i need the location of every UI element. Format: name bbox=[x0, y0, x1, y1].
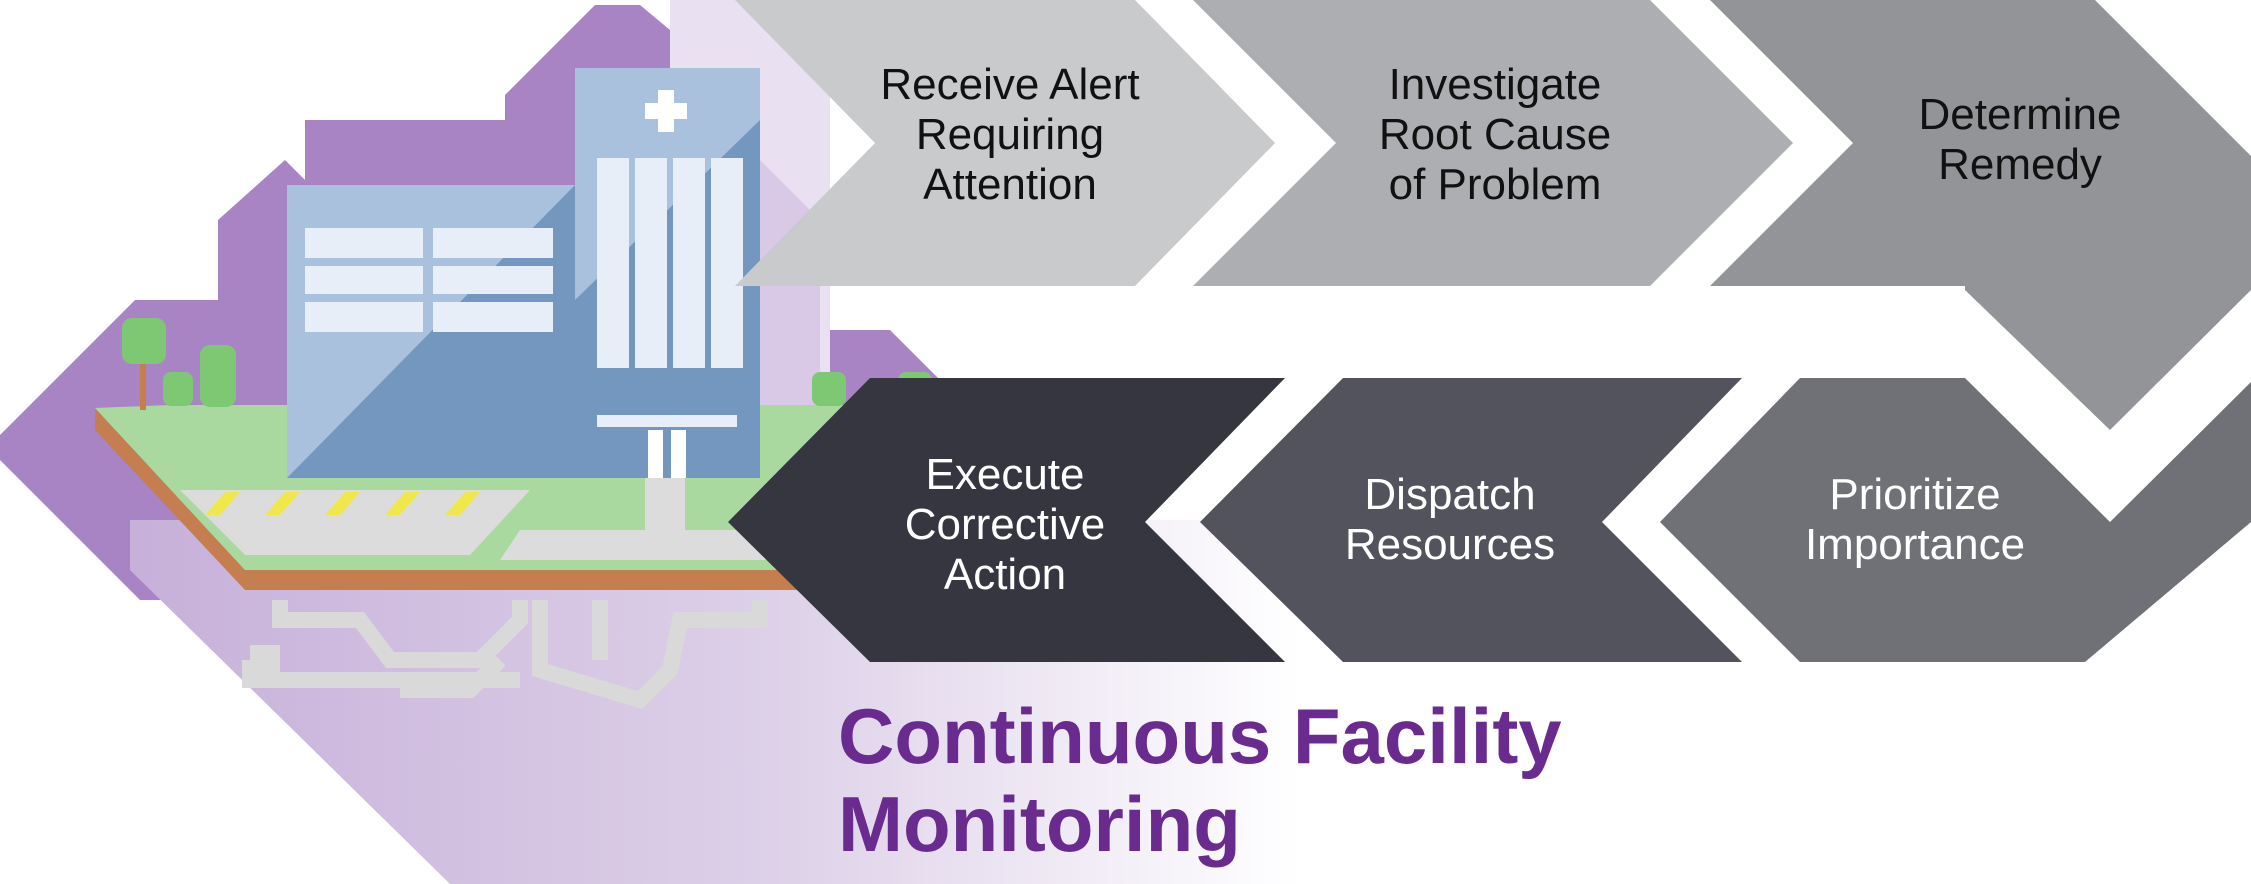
step-label-determine-remedy: Determine Remedy bbox=[1918, 90, 2122, 189]
step-chevron-investigate bbox=[1193, 0, 1793, 286]
building-tower-windows bbox=[597, 158, 743, 427]
step-chevron-execute bbox=[728, 378, 1285, 662]
building-left-windows bbox=[305, 228, 553, 332]
facility-illustration bbox=[95, 68, 932, 710]
pipe-connector bbox=[250, 645, 280, 685]
step-label-investigate: Investigate Root Cause of Problem bbox=[1378, 60, 1612, 209]
parking-lot bbox=[180, 490, 530, 555]
hospital-cross-icon bbox=[645, 90, 687, 132]
entrance-divider bbox=[663, 430, 671, 478]
tree-icon bbox=[122, 318, 166, 364]
step-label-receive-alert: Receive Alert Requiring Attention bbox=[880, 60, 1140, 209]
step-chevron-dispatch bbox=[1200, 378, 1742, 662]
step-chevron-determine-remedy bbox=[1710, 0, 2251, 430]
step-label-dispatch: Dispatch Resources bbox=[1344, 470, 1556, 569]
step-chevron-prioritize bbox=[1660, 378, 2251, 662]
building-left-shadow bbox=[287, 185, 575, 478]
process-chevrons bbox=[728, 0, 2251, 662]
diagram-title: Continuous Facility Monitoring bbox=[838, 692, 1562, 868]
step-label-execute: Execute Corrective Action bbox=[904, 450, 1106, 599]
walkway bbox=[500, 530, 800, 560]
tree-icon bbox=[163, 372, 193, 406]
tree-icon bbox=[200, 345, 236, 407]
tree-icon bbox=[812, 372, 846, 406]
step-label-prioritize: Prioritize Importance bbox=[1804, 470, 2026, 569]
ground-soil bbox=[95, 408, 800, 590]
walkway-vertical bbox=[645, 470, 685, 530]
parking-stripes bbox=[205, 492, 480, 515]
step-chevron-receive-alert bbox=[735, 0, 1275, 286]
